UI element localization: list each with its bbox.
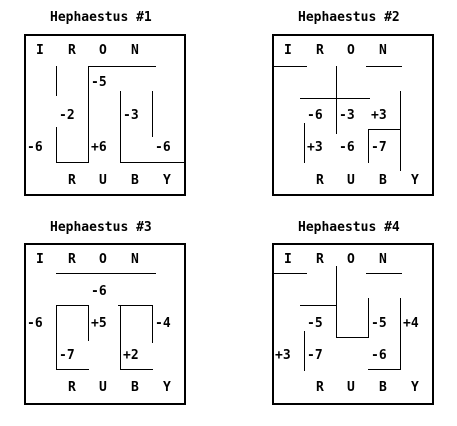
puzzle-4-number: -5 <box>307 316 323 331</box>
puzzle-4-number: +3 <box>275 348 291 363</box>
puzzle-1-wall <box>120 162 184 163</box>
puzzle-4-wall <box>368 298 369 338</box>
puzzle-1-wall <box>152 91 153 137</box>
puzzle-3-bottom-letter: R <box>68 380 76 395</box>
puzzle-3-wall <box>152 305 153 343</box>
puzzle-1-bottom-letter: R <box>68 173 76 188</box>
puzzle-4-wall <box>300 305 337 306</box>
puzzle-4-title: Hephaestus #4 <box>298 220 400 235</box>
puzzle-4-wall <box>304 331 305 371</box>
puzzle-4-wall <box>336 337 369 338</box>
puzzle-3-wall <box>56 305 57 369</box>
puzzle-3-top-letter: R <box>68 252 76 267</box>
puzzle-3-board <box>24 243 186 405</box>
puzzle-2-bottom-letter: Y <box>411 173 419 188</box>
puzzle-1-top-letter: I <box>36 43 44 58</box>
puzzle-2-number: +3 <box>371 108 387 123</box>
puzzle-2-wall <box>300 98 370 99</box>
puzzle-2-number: -3 <box>339 108 355 123</box>
puzzle-1-wall <box>120 91 121 163</box>
puzzle-4-number: -5 <box>371 316 387 331</box>
puzzle-2-number: -6 <box>307 108 323 123</box>
puzzle-2-top-letter: N <box>379 43 387 58</box>
puzzle-3-number: +5 <box>91 316 107 331</box>
puzzle-1-number: +6 <box>91 140 107 155</box>
puzzle-3-number: -4 <box>155 316 171 331</box>
puzzle-1-number: -6 <box>27 140 43 155</box>
puzzle-4-top-letter: O <box>347 252 355 267</box>
puzzle-3-bottom-letter: Y <box>163 380 171 395</box>
puzzle-1-bottom-letter: Y <box>163 173 171 188</box>
puzzle-3-bottom-letter: B <box>131 380 139 395</box>
puzzle-4-wall <box>274 273 307 274</box>
puzzle-3-wall <box>118 305 153 306</box>
puzzle-3-top-letter: N <box>131 252 139 267</box>
puzzle-2-bottom-letter: U <box>347 173 355 188</box>
puzzle-1-number: -2 <box>59 108 75 123</box>
puzzle-3-wall <box>120 369 153 370</box>
puzzle-1-number: -5 <box>91 75 107 90</box>
puzzle-4-top-letter: R <box>316 252 324 267</box>
puzzle-1-top-letter: R <box>68 43 76 58</box>
puzzle-3-wall <box>120 305 121 369</box>
puzzle-4-bottom-letter: Y <box>411 380 419 395</box>
puzzle-3-number: -6 <box>91 284 107 299</box>
puzzle-4-bottom-letter: R <box>316 380 324 395</box>
puzzle-3-wall <box>88 305 89 341</box>
puzzle-3-bottom-letter: U <box>99 380 107 395</box>
puzzle-2-title: Hephaestus #2 <box>298 10 400 25</box>
puzzle-3-wall <box>56 369 89 370</box>
puzzle-1-wall <box>88 66 89 163</box>
puzzle-1-top-letter: N <box>131 43 139 58</box>
puzzle-2-board <box>272 34 434 196</box>
puzzle-4-wall <box>368 369 401 370</box>
puzzle-1-bottom-letter: B <box>131 173 139 188</box>
puzzle-4-number: -6 <box>371 348 387 363</box>
puzzle-4-number: +4 <box>403 316 419 331</box>
puzzle-3-number: +2 <box>123 348 139 363</box>
puzzle-1-title: Hephaestus #1 <box>50 10 152 25</box>
puzzle-2-bottom-letter: B <box>379 173 387 188</box>
puzzle-4-wall <box>366 273 402 274</box>
puzzle-4-wall <box>400 298 401 370</box>
puzzle-3-wall <box>56 273 156 274</box>
puzzle-3-wall <box>56 305 89 306</box>
puzzle-1-wall <box>56 66 57 96</box>
puzzle-2-wall <box>304 123 305 163</box>
puzzle-4-bottom-letter: B <box>379 380 387 395</box>
puzzle-1-wall <box>88 66 156 67</box>
puzzle-2-wall <box>368 129 400 130</box>
puzzle-1-wall <box>56 162 89 163</box>
puzzle-1-board <box>24 34 186 196</box>
puzzle-1-top-letter: O <box>99 43 107 58</box>
puzzle-4-top-letter: I <box>284 252 292 267</box>
puzzle-3-top-letter: I <box>36 252 44 267</box>
puzzle-3-title: Hephaestus #3 <box>50 220 152 235</box>
puzzle-4-number: -7 <box>307 348 323 363</box>
puzzle-2-wall <box>336 66 337 134</box>
puzzle-4-wall <box>336 266 337 338</box>
puzzle-2-bottom-letter: R <box>316 173 324 188</box>
puzzle-2-top-letter: R <box>316 43 324 58</box>
puzzle-2-number: -6 <box>339 140 355 155</box>
puzzle-2-wall <box>366 66 402 67</box>
puzzle-2-wall <box>400 91 401 171</box>
puzzle-3-top-letter: O <box>99 252 107 267</box>
puzzle-3-number: -6 <box>27 316 43 331</box>
puzzle-1-number: -6 <box>155 140 171 155</box>
puzzle-2-wall <box>274 66 307 67</box>
puzzle-4-top-letter: N <box>379 252 387 267</box>
puzzle-4-bottom-letter: U <box>347 380 355 395</box>
puzzle-2-top-letter: O <box>347 43 355 58</box>
puzzle-2-number: +3 <box>307 140 323 155</box>
puzzle-2-top-letter: I <box>284 43 292 58</box>
puzzle-2-number: -7 <box>371 140 387 155</box>
puzzle-3-number: -7 <box>59 348 75 363</box>
puzzle-1-bottom-letter: U <box>99 173 107 188</box>
puzzle-2-wall <box>368 129 369 163</box>
puzzle-4-board <box>272 243 434 405</box>
puzzle-1-number: -3 <box>123 108 139 123</box>
puzzle-1-wall <box>56 127 57 163</box>
